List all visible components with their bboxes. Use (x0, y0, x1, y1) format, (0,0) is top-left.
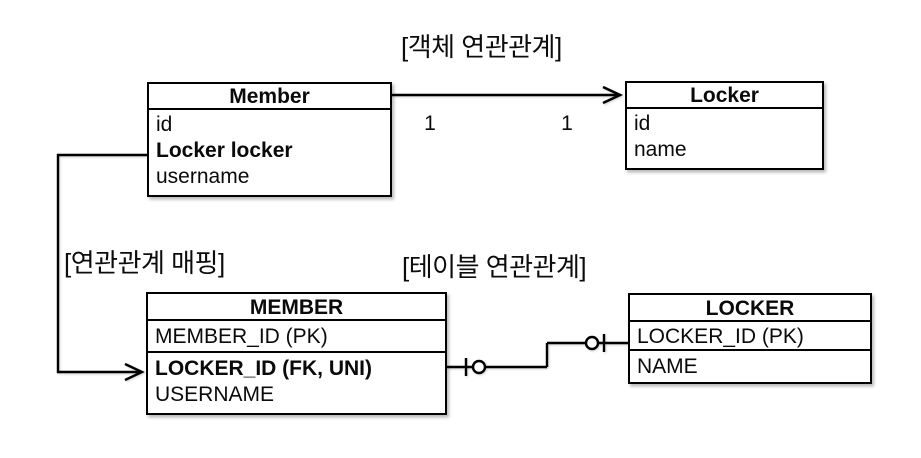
object-association-label: [객체 연관관계] (401, 32, 562, 62)
locker-class-body: id name (627, 109, 822, 168)
object-association-arrow (391, 85, 624, 105)
field-locker-ref: Locker locker (156, 139, 293, 162)
field-id: id (634, 112, 651, 135)
mapping-connector-arrow (56, 153, 147, 382)
member-class-body: id Locker locker username (149, 110, 390, 195)
member-class-title: Member (149, 84, 390, 110)
table-association-label: [테이블 연관관계] (402, 252, 587, 282)
circle-marker-member-side (471, 359, 487, 375)
cardinality-target: 1 (561, 112, 573, 135)
column-locker-id-pk: LOCKER_ID (PK) (630, 322, 870, 351)
member-table-box: MEMBER MEMBER_ID (PK) LOCKER_ID (FK, UNI… (146, 292, 447, 415)
member-table-columns: LOCKER_ID (FK, UNI) USERNAME (148, 353, 445, 413)
locker-class-box: Locker id name (625, 81, 824, 170)
locker-table-title: LOCKER (630, 295, 870, 322)
association-mapping-label: [연관관계 매핑] (64, 248, 225, 278)
member-class-box: Member id Locker locker username (147, 82, 392, 197)
cardinality-source: 1 (424, 112, 436, 135)
locker-table-box: LOCKER LOCKER_ID (PK) NAME (628, 293, 872, 384)
table-relationship-connector (447, 334, 628, 376)
member-table-title: MEMBER (148, 294, 445, 321)
column-member-id-pk: MEMBER_ID (PK) (148, 321, 445, 353)
column-locker-id-fk: LOCKER_ID (FK, UNI) (155, 357, 372, 380)
field-name: name (634, 138, 687, 161)
field-username: username (156, 165, 250, 188)
column-name: NAME (637, 355, 698, 378)
circle-marker-locker-side (584, 335, 600, 351)
locker-class-title: Locker (627, 83, 822, 109)
field-id: id (156, 113, 173, 136)
column-username: USERNAME (155, 383, 275, 406)
